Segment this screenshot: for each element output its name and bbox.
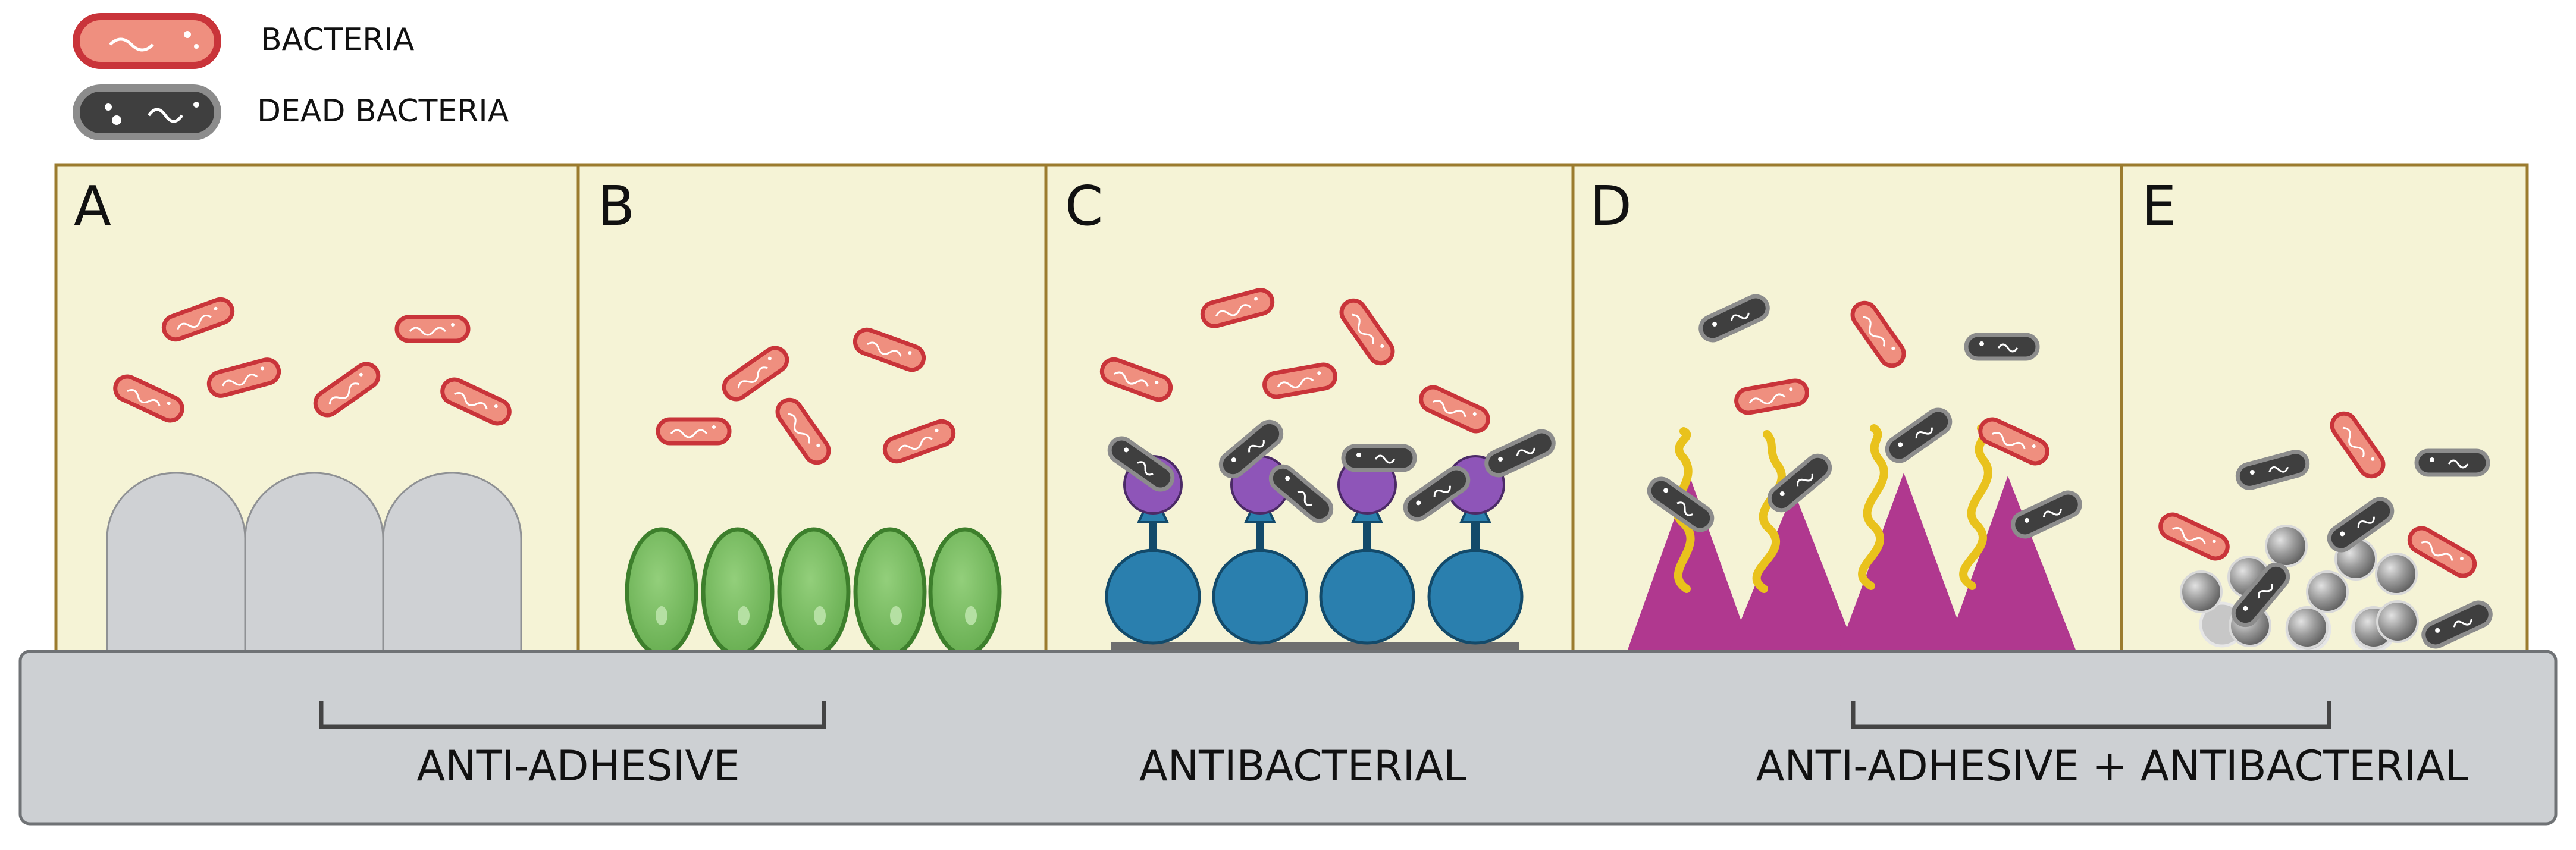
panel-b-letter: B bbox=[597, 174, 635, 238]
legend-dead-bacteria-icon bbox=[73, 84, 221, 140]
panel-d-triangles bbox=[1627, 473, 2076, 651]
panel-a-letter: A bbox=[74, 174, 111, 238]
legend-dead-bacteria-label: DEAD BACTERIA bbox=[257, 93, 509, 129]
legend: BACTERIA DEAD BACTERIA bbox=[73, 13, 509, 140]
anti-adhesive-label: ANTI-ADHESIVE bbox=[416, 742, 739, 791]
panel-a-domes bbox=[106, 472, 522, 653]
panel-d-letter: D bbox=[1590, 174, 1632, 238]
panel-b-green-cells bbox=[625, 527, 1002, 657]
combined-bracket bbox=[1851, 701, 2331, 729]
substrate bbox=[18, 650, 2558, 826]
legend-bacteria-icon bbox=[73, 13, 221, 69]
antibacterial-label: ANTIBACTERIAL bbox=[1139, 742, 1466, 791]
legend-bacteria-label: BACTERIA bbox=[261, 22, 415, 58]
panel-e-letter: E bbox=[2142, 174, 2176, 238]
combined-label: ANTI-ADHESIVE + ANTIBACTERIAL bbox=[1756, 742, 2468, 791]
anti-adhesive-bracket bbox=[319, 701, 826, 729]
panel-c-letter: C bbox=[1065, 174, 1103, 238]
panel-c-spheres bbox=[1105, 548, 1524, 645]
